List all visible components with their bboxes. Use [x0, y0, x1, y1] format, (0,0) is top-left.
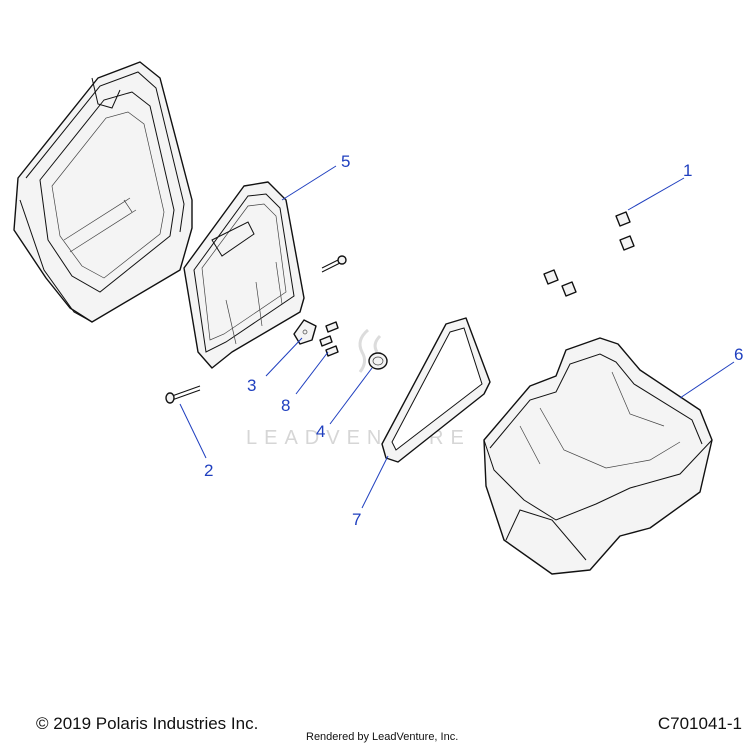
- bolt-set-part-1: [543, 211, 635, 297]
- leader-4: [329, 367, 373, 425]
- copyright-text: © 2019 Polaris Industries Inc.: [36, 714, 259, 733]
- leader-8: [295, 351, 329, 395]
- leader-3: [265, 337, 303, 377]
- lid-part: [183, 181, 305, 369]
- bolt-upper: [321, 255, 347, 273]
- callout-3: 3: [247, 376, 256, 395]
- leader-6: [679, 361, 735, 399]
- callout-5: 5: [341, 152, 350, 171]
- callout-4: 4: [316, 422, 325, 441]
- callouts: 1 2 3 4 5 6 7 8: [204, 152, 743, 529]
- bracket-part-3: [293, 319, 317, 345]
- rendered-by-text: Rendered by LeadVenture, Inc.: [306, 731, 459, 743]
- diagram-code: C701041-1: [657, 714, 742, 733]
- callout-7: 7: [352, 510, 361, 529]
- leader-5: [281, 165, 337, 201]
- bolt-part-2: [165, 385, 201, 404]
- seal-gasket-part-7: [381, 317, 491, 463]
- leader-7: [361, 455, 389, 509]
- storage-box-part: [13, 61, 193, 323]
- tub-part-6: [483, 337, 713, 575]
- leader-1: [627, 177, 685, 211]
- callout-8: 8: [281, 396, 290, 415]
- grommet-part-4: [368, 352, 388, 370]
- callout-6: 6: [734, 345, 743, 364]
- callout-2: 2: [204, 461, 213, 480]
- leader-2: [179, 403, 207, 459]
- leader-lines: [179, 165, 735, 509]
- screw-set-part-8: [319, 321, 339, 357]
- callout-1: 1: [683, 161, 692, 180]
